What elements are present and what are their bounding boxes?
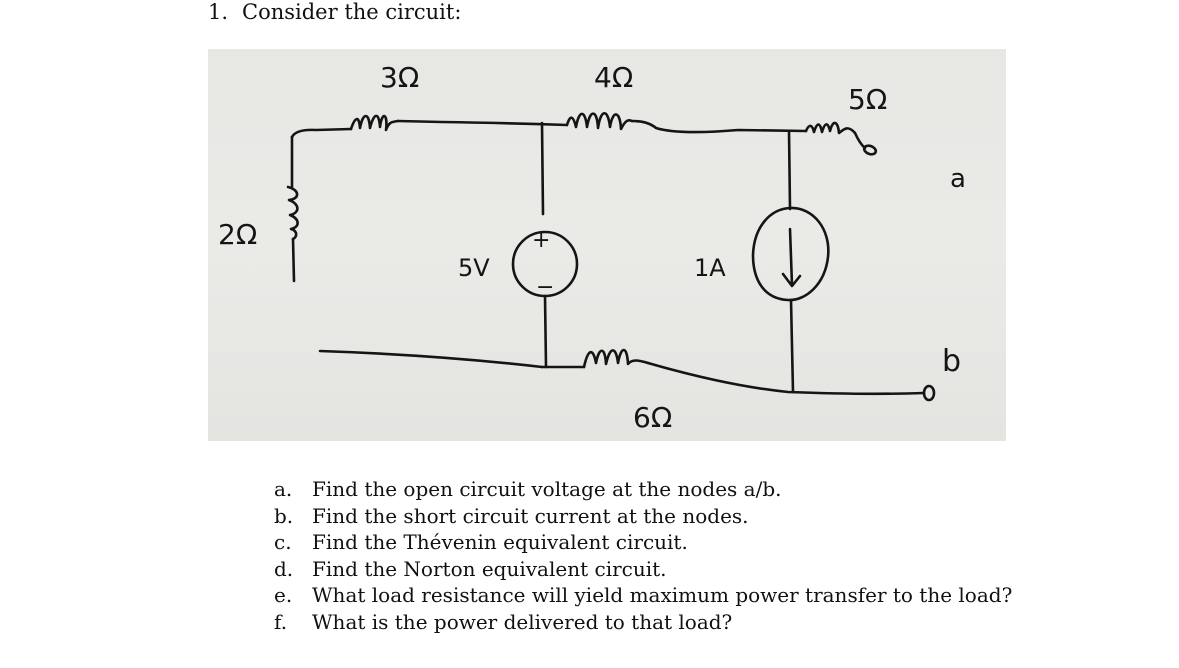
terminal-a bbox=[862, 144, 878, 156]
current-arrow bbox=[781, 227, 802, 288]
label-6ohm: 6Ω bbox=[633, 401, 672, 434]
label-node-b: b bbox=[942, 344, 961, 379]
wire-to-terminal-a bbox=[853, 131, 867, 150]
question-item: a. Find the open circuit voltage at the n… bbox=[274, 476, 1012, 503]
wire-top-right bbox=[630, 119, 808, 134]
circuit-photo: 3Ω 4Ω 5Ω 2Ω 6Ω 5V 1A a b + − bbox=[208, 49, 1006, 441]
question-item: b. Find the short circuit current at the … bbox=[274, 503, 1012, 530]
label-3ohm: 3Ω bbox=[380, 61, 419, 94]
resistor-6ohm bbox=[582, 348, 650, 369]
label-node-a: a bbox=[950, 164, 966, 194]
current-source-circle bbox=[751, 206, 830, 302]
resistor-5ohm bbox=[804, 121, 857, 135]
wire-top-left bbox=[290, 127, 353, 139]
question-item: d. Find the Norton equivalent circuit. bbox=[274, 556, 1012, 583]
label-5ohm: 5Ω bbox=[848, 83, 887, 116]
circuit-diagram: 3Ω 4Ω 5Ω 2Ω 6Ω 5V 1A a b + − bbox=[218, 61, 966, 434]
problem-title: Consider the circuit: bbox=[242, 0, 462, 24]
resistor-3ohm bbox=[349, 114, 400, 132]
problem-heading: 1. Consider the circuit: bbox=[208, 0, 461, 24]
wire-left-lower bbox=[291, 237, 296, 283]
wire-right-bottom bbox=[789, 298, 795, 394]
question-letter: d. bbox=[274, 556, 294, 581]
label-plus: + bbox=[532, 228, 550, 253]
wire-right-top bbox=[787, 129, 792, 211]
question-item: c. Find the Thévenin equivalent circuit. bbox=[274, 529, 1012, 556]
question-text: Find the short circuit current at the no… bbox=[312, 503, 749, 528]
question-letter: a. bbox=[274, 477, 293, 501]
problem-number: 1. bbox=[208, 0, 229, 24]
question-letter: e. bbox=[274, 583, 293, 608]
question-letter: c. bbox=[274, 530, 292, 555]
question-letter: b. bbox=[274, 503, 294, 528]
question-text: What is the power delivered to that load… bbox=[312, 609, 733, 634]
wire-bottom-left bbox=[318, 349, 544, 369]
question-item: f. What is the power delivered to that lo… bbox=[274, 609, 1012, 636]
resistor-2ohm bbox=[286, 185, 299, 241]
label-1a: 1A bbox=[694, 254, 726, 282]
question-letter: f. bbox=[274, 609, 288, 634]
resistor-4ohm bbox=[565, 111, 634, 131]
label-2ohm: 2Ω bbox=[218, 218, 257, 251]
wire-bottom-right bbox=[646, 361, 926, 396]
label-4ohm: 4Ω bbox=[594, 61, 633, 94]
wire-mid-top bbox=[540, 121, 545, 216]
wire-mid-bottom bbox=[543, 294, 548, 369]
question-text: Find the Thévenin equivalent circuit. bbox=[312, 530, 688, 555]
question-text: What load resistance will yield maximum … bbox=[312, 583, 1013, 608]
label-minus: − bbox=[536, 275, 554, 300]
wire-top-middle bbox=[396, 119, 569, 127]
question-item: e. What load resistance will yield maximu… bbox=[274, 582, 1012, 609]
terminal-b bbox=[922, 384, 936, 402]
question-text: Find the Norton equivalent circuit. bbox=[312, 556, 667, 581]
label-5v: 5V bbox=[458, 254, 490, 282]
question-list: a. Find the open circuit voltage at the n… bbox=[274, 476, 1012, 636]
question-text: Find the open circuit voltage at the nod… bbox=[312, 477, 782, 501]
